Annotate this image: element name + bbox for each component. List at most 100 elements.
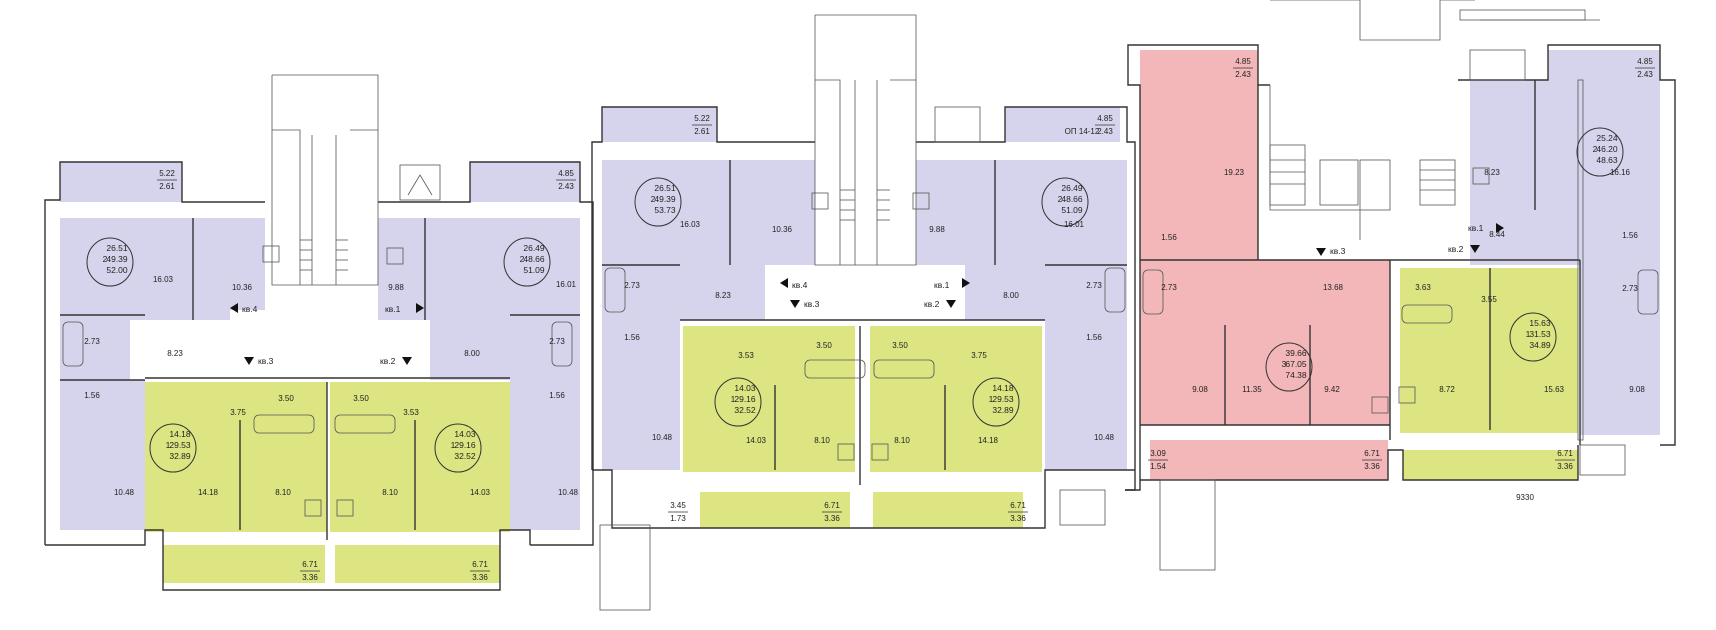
apartment-zone-a5[interactable]: [602, 160, 815, 470]
triangle-left-icon: [780, 278, 788, 288]
room-area: 14.03: [470, 488, 491, 497]
room-area: 10.48: [558, 488, 579, 497]
balcony-zone: [700, 492, 850, 528]
svg-text:48.63: 48.63: [1596, 155, 1618, 165]
room-area: 3.53: [403, 408, 419, 417]
apartment-labels: 26.51 2 49.39 52.00 26.49 2 48.66 51.09 …: [86, 127, 1624, 473]
svg-text:29.53: 29.53: [169, 440, 191, 450]
svg-text:1.73: 1.73: [670, 514, 686, 523]
apartment-zone-a7[interactable]: [683, 326, 855, 472]
balcony-label: 6.71 3.36: [1555, 449, 1575, 471]
room-area: 10.36: [232, 283, 253, 292]
svg-text:6.71: 6.71: [472, 560, 488, 569]
svg-text:14.03: 14.03: [454, 429, 476, 439]
apartment-zone-a3[interactable]: [145, 382, 327, 532]
room-area: 15.63: [1544, 385, 1565, 394]
triangle-down-icon: [1316, 248, 1326, 256]
balcony-label: 4.85 2.43: [1233, 57, 1253, 79]
svg-text:26.49: 26.49: [523, 243, 545, 253]
triangle-left-icon: [230, 303, 238, 313]
room-area: 8.10: [814, 436, 830, 445]
svg-text:46.20: 46.20: [1596, 144, 1618, 154]
svg-text:4.85: 4.85: [1097, 114, 1113, 123]
room-area: 19.23: [1224, 168, 1245, 177]
room-area: 11.35: [1242, 385, 1262, 394]
svg-text:кв.1: кв.1: [1468, 223, 1484, 233]
room-area: 16.16: [1610, 168, 1631, 177]
svg-text:кв.2: кв.2: [380, 356, 396, 366]
room-area: 9.08: [1629, 385, 1645, 394]
apartment-label-a10: 15.63 1 31.53 34.89: [1509, 312, 1557, 362]
apartment-zone-a4[interactable]: [330, 382, 510, 532]
svg-text:1: 1: [989, 394, 994, 404]
svg-text:4.85: 4.85: [1637, 57, 1653, 66]
balcony-zone: [873, 492, 1023, 528]
room-area: 3.55: [1481, 295, 1497, 304]
apartment-label-a8: 14.18 1 29.53 32.89: [972, 377, 1020, 427]
svg-text:2: 2: [651, 194, 656, 204]
room-area: 14.18: [978, 436, 999, 445]
quarter-marker: кв.3: [790, 299, 820, 309]
triangle-down-icon: [1470, 245, 1480, 253]
room-area: 14.18: [198, 488, 219, 497]
svg-text:31.53: 31.53: [1529, 329, 1551, 339]
svg-text:3: 3: [1282, 359, 1287, 369]
svg-text:2.43: 2.43: [558, 182, 574, 191]
svg-text:32.52: 32.52: [454, 451, 476, 461]
svg-text:14.18: 14.18: [992, 383, 1014, 393]
apartment-zone-a6[interactable]: [916, 160, 1127, 470]
balcony-label: 6.71 3.36: [470, 560, 490, 582]
svg-text:51.09: 51.09: [1061, 205, 1083, 215]
apartment-zone-a1-lower: [60, 380, 145, 530]
room-area: 10.48: [114, 488, 135, 497]
quarter-marker: кв.1: [1468, 223, 1504, 233]
svg-text:32.89: 32.89: [992, 405, 1014, 415]
room-area: 8.23: [715, 291, 731, 300]
svg-text:кв.1: кв.1: [385, 304, 401, 314]
svg-text:67.05: 67.05: [1285, 359, 1307, 369]
room-area: 8.10: [382, 488, 398, 497]
quarter-marker: кв.3: [244, 356, 274, 366]
apartment-zone-a1: [60, 218, 265, 380]
room-area: 8.44: [1489, 230, 1505, 239]
room-area: 9.08: [1192, 385, 1208, 394]
balcony-label: 4.85 2.43: [556, 169, 576, 191]
svg-text:39.66: 39.66: [1285, 348, 1307, 358]
room-area: 2.73: [1086, 281, 1102, 290]
balcony-zone: [335, 545, 500, 583]
room-area: 3.50: [892, 341, 908, 350]
svg-text:26.49: 26.49: [1061, 183, 1083, 193]
svg-text:4.85: 4.85: [558, 169, 574, 178]
apartment-zone-a11[interactable]: [1470, 80, 1660, 435]
room-area: 8.23: [1484, 168, 1500, 177]
apartment-label-a11: 25.24 2 46.20 48.63: [1576, 127, 1624, 177]
room-area: 16.03: [153, 275, 174, 284]
svg-text:3.09: 3.09: [1150, 449, 1166, 458]
dimension-label: 9330: [1516, 493, 1534, 502]
room-area: 3.53: [738, 351, 754, 360]
balcony-label: 5.22 2.61: [692, 114, 712, 136]
svg-text:25.24: 25.24: [1596, 133, 1618, 143]
apartment-zone-a10[interactable]: [1400, 268, 1578, 433]
fixtures: [62, 167, 1659, 517]
svg-text:26.51: 26.51: [106, 243, 128, 253]
quarter-marker: кв.4: [780, 278, 808, 290]
quarter-marker: кв.2: [924, 299, 956, 309]
apartment-zone-a8[interactable]: [870, 326, 1042, 472]
room-area: 8.23: [167, 349, 183, 358]
balcony-label: 6.71 3.36: [1008, 501, 1028, 523]
svg-text:6.71: 6.71: [302, 560, 318, 569]
svg-text:кв.3: кв.3: [258, 356, 274, 366]
svg-text:кв.4: кв.4: [242, 304, 258, 314]
apartment-label-a9: 39.66 3 67.05 74.38: [1265, 342, 1313, 392]
quarter-marker: кв.2: [380, 356, 412, 366]
triangle-right-icon: [962, 278, 970, 288]
svg-text:14.03: 14.03: [734, 383, 756, 393]
apartment-zone-a9[interactable]: [1140, 50, 1390, 425]
room-area: 1.56: [1161, 233, 1177, 242]
svg-text:2: 2: [1593, 144, 1598, 154]
balcony-zone: [1403, 450, 1578, 480]
svg-text:2: 2: [520, 254, 525, 264]
apartment-label-a2: 26.49 2 48.66 51.09: [503, 237, 551, 287]
svg-text:32.52: 32.52: [734, 405, 756, 415]
